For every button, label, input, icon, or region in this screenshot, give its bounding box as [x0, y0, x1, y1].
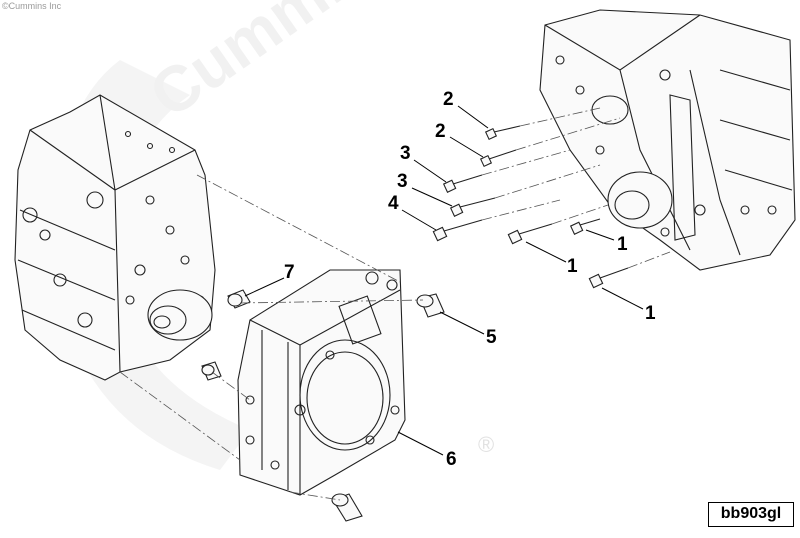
capscrew-group	[432, 125, 629, 289]
callout-5: 5	[486, 327, 497, 348]
callout-2-upper: 2	[443, 89, 454, 110]
callout-1-lower: 1	[645, 303, 656, 324]
callout-1-upper: 1	[617, 234, 628, 255]
engine-block-right	[539, 9, 796, 271]
callout-1-middle: 1	[567, 256, 578, 277]
capscrew-1-lower	[588, 267, 629, 289]
callout-labels: 2 2 3 3 4 1 1 1 7 5 6	[284, 89, 656, 470]
capscrew-1-middle	[507, 223, 553, 245]
watermark-brand-text: Cummins	[137, 0, 417, 131]
gear-housing	[237, 269, 406, 496]
capscrew-2-upper	[484, 125, 521, 141]
callout-2-lower: 2	[435, 121, 446, 142]
callout-3-lower: 3	[397, 171, 408, 192]
callout-7: 7	[284, 262, 295, 283]
copyright-text: ©Cummins Inc	[2, 1, 62, 11]
dowel-pin-right	[416, 293, 445, 318]
alignment-lines	[119, 107, 671, 501]
callout-6: 6	[446, 449, 457, 470]
dowel-pin-left-lower	[201, 361, 222, 381]
dowel-pin-upper	[227, 289, 251, 309]
capscrew-1-upper	[569, 218, 601, 235]
callout-3-upper: 3	[400, 143, 411, 164]
capscrew-3-upper	[442, 174, 483, 193]
callout-4: 4	[388, 193, 399, 214]
capscrew-2-lower	[479, 149, 517, 168]
dowel-pin-bottom	[331, 493, 363, 522]
registered-mark: ®	[478, 432, 494, 457]
leader-lines	[244, 105, 644, 456]
engine-block-left	[14, 94, 216, 381]
capscrew-4	[432, 219, 483, 242]
capscrew-3-lower	[449, 197, 496, 217]
figure-id-label: bb903gl	[708, 502, 794, 527]
